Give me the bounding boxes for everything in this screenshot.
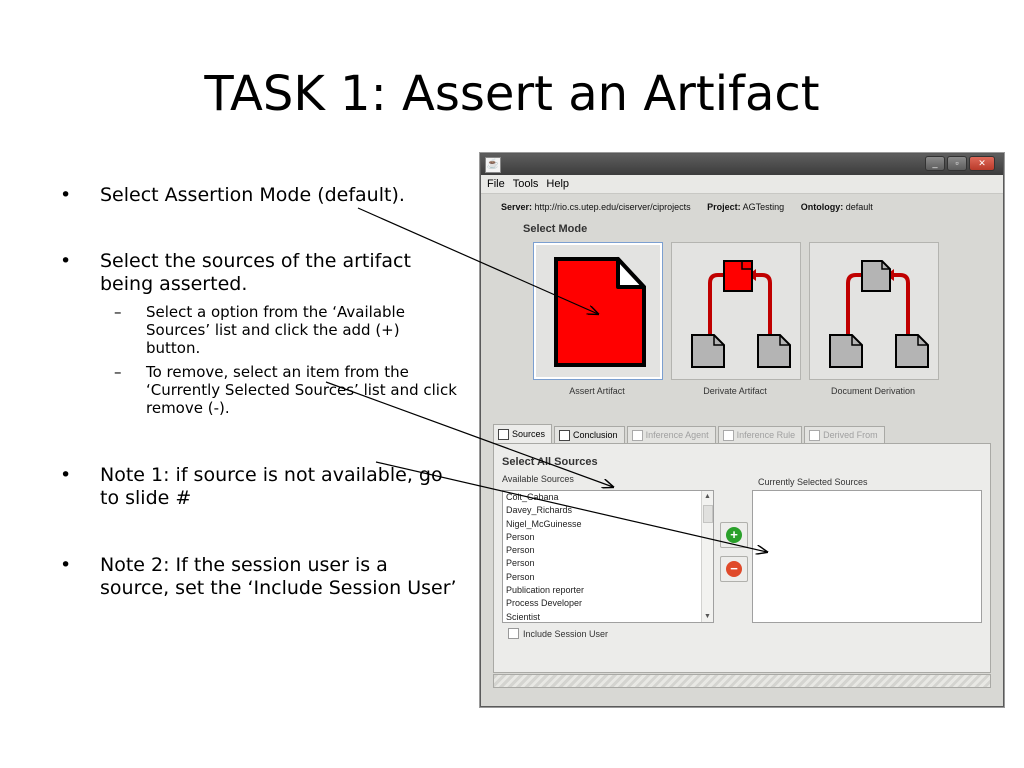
tab-conclusion[interactable]: Conclusion [554, 426, 625, 443]
sources-panel: Select All Sources Available Sources Cur… [493, 443, 991, 673]
maximize-icon[interactable]: ▫ [947, 156, 967, 171]
tab-inference-agent-label: Inference Agent [645, 430, 709, 440]
derivation-diagram-icon [691, 260, 791, 368]
menu-bar: File Tools Help [481, 175, 1003, 194]
ontology-value: default [845, 202, 873, 212]
ontology-label: Ontology: [800, 202, 844, 212]
bullet-4: Note 2: If the session user is a source,… [58, 554, 458, 600]
scroll-up-icon[interactable]: ▲ [704, 493, 711, 500]
menu-file[interactable]: File [487, 178, 505, 190]
java-icon: ☕ [485, 157, 501, 173]
select-mode-heading: Select Mode [523, 223, 588, 235]
status-bar [493, 674, 991, 688]
app-window: ☕ _ ▫ ✕ File Tools Help Server: http://r… [480, 153, 1004, 707]
tab-inference-rule[interactable]: Inference Rule [717, 426, 803, 443]
remove-source-button[interactable]: − [720, 556, 748, 582]
sub-bullet-2: To remove, select an item from the ‘Curr… [58, 363, 458, 417]
list-item[interactable]: Person [506, 558, 535, 569]
assert-artifact-button[interactable] [533, 242, 663, 380]
tab-inference-agent[interactable]: Inference Agent [626, 426, 716, 443]
server-label: Server: [501, 202, 533, 212]
tab-sources-label: Sources [512, 429, 546, 439]
list-item[interactable]: Davey_Richards [506, 505, 573, 516]
assert-artifact-label: Assert Artifact [569, 386, 625, 396]
checkbox-icon [631, 429, 643, 441]
title-bar: ☕ _ ▫ ✕ [481, 154, 1003, 175]
scroll-thumb[interactable] [703, 505, 713, 523]
document-derivation-label: Document Derivation [830, 386, 916, 396]
checkbox-icon [508, 628, 519, 639]
list-item[interactable]: Person [506, 545, 535, 556]
list-scrollbar[interactable]: ▲ ▼ [701, 491, 713, 622]
tab-derived-from-label: Derived From [823, 430, 878, 440]
checkbox-icon [559, 429, 571, 441]
tab-bar: Sources Conclusion Inference Agent Infer… [493, 424, 885, 443]
tab-derived-from[interactable]: Derived From [804, 426, 885, 443]
bullet-3: Note 1: if source is not available, go t… [58, 464, 458, 510]
document-derivation-button[interactable] [809, 242, 939, 380]
scroll-down-icon[interactable]: ▼ [704, 613, 711, 620]
checkbox-icon [722, 429, 734, 441]
plus-icon: + [726, 527, 742, 543]
server-info: Server: http://rio.cs.utep.edu/ciserver/… [501, 202, 873, 212]
list-item[interactable]: Process Developer [506, 598, 583, 609]
close-icon[interactable]: ✕ [969, 156, 995, 171]
bullet-list: Select Assertion Mode (default). Select … [58, 184, 458, 600]
minimize-icon[interactable]: _ [925, 156, 945, 171]
list-item[interactable]: Scientist [506, 611, 541, 622]
slide-title: TASK 1: Assert an Artifact [204, 66, 820, 122]
currently-selected-label: Currently Selected Sources [758, 477, 868, 487]
sub-bullet-1: Select a option from the ‘Available Sour… [58, 303, 458, 357]
list-item[interactable]: Publication reporter [506, 585, 585, 596]
list-item[interactable]: Nigel_McGuinesse [506, 518, 582, 529]
bullet-2: Select the sources of the artifact being… [58, 250, 458, 296]
server-value: http://rio.cs.utep.edu/ciserver/ciprojec… [534, 202, 691, 212]
tab-sources[interactable]: Sources [493, 424, 553, 443]
list-item[interactable]: Person [506, 531, 535, 542]
document-derivation-icon [829, 260, 929, 368]
available-sources-label: Available Sources [502, 474, 574, 484]
list-item[interactable]: Person [506, 571, 535, 582]
window-controls: _ ▫ ✕ [925, 156, 995, 171]
minus-icon: − [726, 561, 742, 577]
checkbox-icon [809, 429, 821, 441]
project-value: AGTesting [742, 202, 785, 212]
derivate-artifact-label: Derivate Artifact [703, 386, 767, 396]
list-item[interactable]: Colt_Cabana [506, 492, 559, 502]
tab-inference-rule-label: Inference Rule [736, 430, 796, 440]
project-label: Project: [707, 202, 741, 212]
menu-help[interactable]: Help [546, 178, 570, 190]
derivate-artifact-button[interactable] [671, 242, 801, 380]
bullet-1: Select Assertion Mode (default). [58, 184, 458, 207]
include-session-user-checkbox[interactable]: Include Session User [508, 628, 608, 639]
menu-tools[interactable]: Tools [512, 178, 539, 190]
add-source-button[interactable]: + [720, 522, 748, 548]
include-session-user-label: Include Session User [523, 628, 609, 639]
red-document-icon [554, 257, 646, 367]
panel-title: Select All Sources [502, 456, 598, 468]
available-sources-list[interactable]: Colt_Cabana Davey_Richards Nigel_McGuine… [502, 490, 714, 623]
tab-conclusion-label: Conclusion [573, 430, 618, 440]
currently-selected-sources-list[interactable] [752, 490, 982, 623]
checkbox-icon [498, 428, 509, 440]
